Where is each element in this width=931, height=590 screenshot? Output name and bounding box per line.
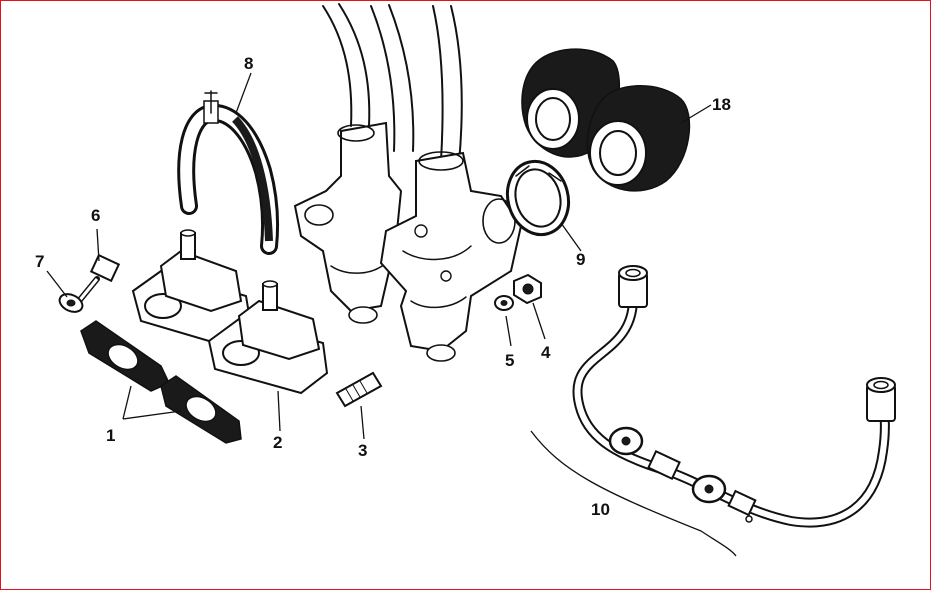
bolt-and-washer (58, 253, 121, 313)
vent-hose (177, 90, 280, 255)
callout-10: 10 (591, 500, 610, 519)
fuel-line (572, 265, 896, 528)
nut-and-washer (494, 273, 542, 311)
callout-9: 9 (576, 250, 585, 269)
callout-8: 8 (244, 54, 253, 73)
callout-2: 2 (273, 433, 282, 452)
carburettor-assembly (293, 3, 523, 362)
callout-4: 4 (541, 343, 551, 362)
intake-manifolds (131, 229, 329, 395)
gaskets (80, 320, 242, 444)
stud (335, 371, 383, 408)
callout-5: 5 (505, 351, 514, 370)
callout-6: 6 (91, 206, 100, 225)
callout-7: 7 (35, 252, 44, 271)
clamp-ring (505, 159, 571, 237)
leader-lines (46, 72, 737, 557)
callout-3: 3 (358, 441, 367, 460)
callout-1: 1 (106, 426, 115, 445)
callout-18: 18 (712, 95, 731, 114)
air-filter-boots (521, 48, 691, 192)
